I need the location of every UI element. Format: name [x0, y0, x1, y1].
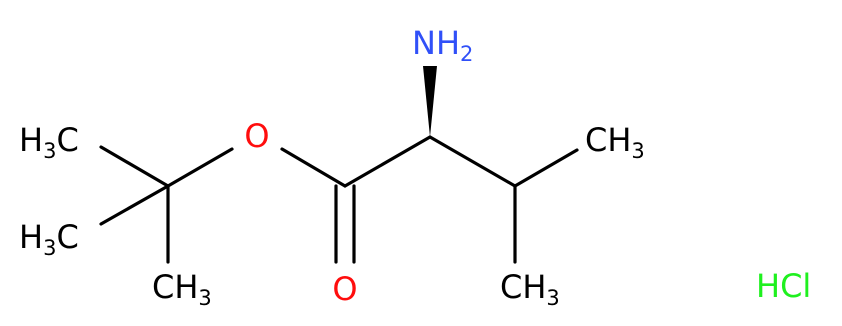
wedge-bond-alpha-n [423, 66, 437, 137]
bond-carbonyl-alpha [343, 135, 432, 188]
methyl-upper-left-label: H3C [19, 121, 79, 163]
hcl-salt-label: HCl [756, 267, 811, 305]
bond-c-ch3-lower-left [99, 184, 170, 226]
methyl-lower-left-label: H3C [19, 218, 79, 260]
methyl-lower-right-label: CH3 [500, 268, 560, 310]
bond-alpha-beta [428, 135, 517, 188]
amine-label: NH2 [412, 24, 473, 66]
ether-oxygen-label: O [244, 117, 269, 155]
methyl-bottom-label: CH3 [152, 268, 212, 310]
bond-c-o-ether [166, 147, 234, 188]
bond-beta-ch3-right [513, 148, 579, 188]
bonds [99, 66, 579, 264]
bond-c-ch3-upper-left [99, 145, 170, 188]
bond-o-carbonyl-carbon [280, 147, 347, 188]
carbonyl-oxygen-label: O [332, 270, 357, 308]
atom-labels: NH2 O O H3C H3C CH3 CH3 CH3 HCl [19, 24, 811, 310]
methyl-right-label: CH3 [585, 121, 645, 163]
